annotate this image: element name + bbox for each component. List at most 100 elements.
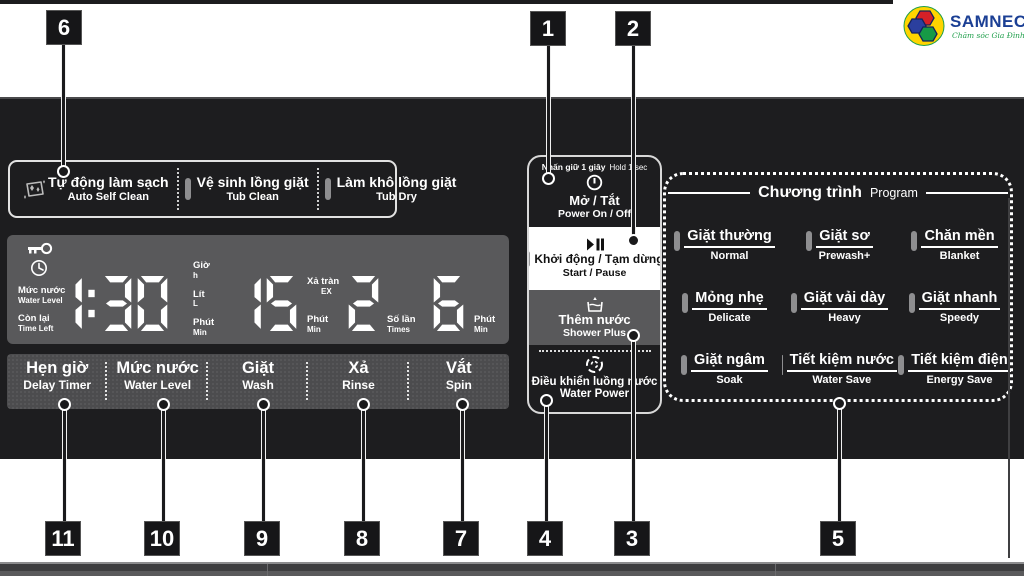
callout-dot-3 (627, 329, 640, 342)
samnec-logo-text: SAMNEC (950, 12, 1024, 31)
separator (406, 362, 409, 400)
rinse-button[interactable]: Xả Rinse (308, 354, 409, 409)
spin-time-value (432, 275, 468, 332)
water-power-button[interactable]: Điều khiển luồng nước Water Power (529, 345, 660, 412)
program-soak[interactable]: Giặt ngâm Soak (667, 352, 782, 414)
program-indicator (908, 293, 915, 313)
callout-1: 1 (530, 11, 566, 46)
callout-dot-1 (542, 172, 555, 185)
callout-dot-10 (157, 398, 170, 411)
water-flow-icon (586, 356, 603, 373)
callout-line-8 (361, 405, 366, 521)
program-speedy[interactable]: Giặt nhanh Speedy (897, 290, 1012, 352)
program-blanket[interactable]: Chăn mền Blanket (897, 228, 1012, 290)
separator (306, 362, 309, 400)
separator (105, 362, 108, 400)
callout-dot-7 (456, 398, 469, 411)
program-delicate[interactable]: Mỏng nhẹ Delicate (667, 290, 782, 352)
power-label-en: Power On / Off (558, 208, 631, 220)
samnec-logo-tagline: Chăm sóc Gia Đình Việt (952, 31, 1024, 40)
callout-dot-6 (57, 165, 70, 178)
program-panel: Chương trình Program Giặt thường Normal … (663, 172, 1013, 402)
child-lock-key-icon (28, 242, 53, 255)
power-icon (586, 174, 603, 191)
callout-dot-5 (833, 397, 846, 410)
delay-timer-button[interactable]: Hẹn giờ Delay Timer (7, 354, 108, 409)
program-heavy[interactable]: Giặt vải dày Heavy (782, 290, 897, 352)
program-indicator (898, 355, 905, 375)
program-indicator (681, 355, 688, 375)
time-remaining-value (69, 275, 172, 332)
lid-seam (267, 564, 268, 576)
callout-dot-9 (257, 398, 270, 411)
delay-clock-icon (31, 260, 47, 276)
callout-line-2 (631, 46, 636, 240)
program-indicator (790, 293, 797, 313)
program-indicator (682, 293, 689, 313)
spin-button[interactable]: Vắt Spin (445, 359, 472, 392)
callout-line-5 (837, 404, 842, 521)
tub-clean-label-vi: Vệ sinh lồng giặt (196, 174, 309, 191)
callout-dot-2 (627, 234, 640, 247)
function-selector-row: Hẹn giờ Delay Timer Mức nước Water Level… (7, 354, 509, 409)
separator (538, 350, 651, 352)
tub-dry-button[interactable]: Làm khô lồng giặt Tub Dry (324, 174, 457, 203)
callout-dot-8 (357, 398, 370, 411)
auto-self-clean-button[interactable]: Tự động làm sạch Auto Self Clean (20, 174, 169, 203)
shower-plus-icon (586, 296, 603, 312)
wash-button[interactable]: Giặt Wash (208, 354, 309, 409)
shower-plus-button[interactable]: Thêm nước Shower Plus (529, 290, 660, 345)
panel-right-edge (1008, 198, 1010, 558)
lid-seam (775, 564, 776, 576)
tub-clean-label-en: Tub Clean (226, 190, 279, 203)
tub-clean-button[interactable]: Vệ sinh lồng giặt Tub Clean (184, 174, 309, 203)
separator (205, 362, 208, 400)
callout-dot-4 (540, 394, 553, 407)
callout-8: 8 (344, 521, 380, 556)
program-indicator (911, 231, 918, 251)
clean-functions-panel: Tự động làm sạch Auto Self Clean Vệ sinh… (8, 160, 456, 218)
program-water-save[interactable]: Tiết kiệm nước Water Save (782, 352, 897, 414)
console-panel: Tự động làm sạch Auto Self Clean Vệ sinh… (0, 97, 1024, 558)
callout-2: 2 (615, 11, 651, 46)
callout-dot-11 (58, 398, 71, 411)
separator (176, 168, 179, 210)
program-normal[interactable]: Giặt thường Normal (667, 228, 782, 290)
callout-line-11 (62, 405, 67, 521)
start-label-vi: Khởi động / Tạm dừng (534, 252, 662, 266)
program-indicator (782, 355, 783, 375)
samnec-logo: SAMNEC Chăm sóc Gia Đình Việt (903, 5, 1024, 47)
water-level-button[interactable]: Mức nước Water Level (107, 354, 208, 409)
tub-dry-indicator (324, 177, 331, 200)
shower-label-en: Shower Plus (562, 326, 626, 339)
led-display: Mức nước Water Level Còn lại Time Left G… (7, 235, 509, 344)
tub-dry-label-en: Tub Dry (376, 190, 417, 203)
callout-6: 6 (46, 10, 82, 45)
wash-time-value (248, 275, 301, 332)
callout-line-9 (261, 405, 266, 521)
top-edge-strip (0, 0, 893, 4)
program-panel-title: Chương trình Program (666, 184, 1010, 202)
samnec-logo-mark (903, 6, 945, 46)
callout-10: 10 (144, 521, 180, 556)
callout-line-3 (631, 337, 636, 521)
program-energy-save[interactable]: Tiết kiệm điện Energy Save (897, 352, 1012, 414)
program-prewash[interactable]: Giặt sơ Prewash+ (782, 228, 897, 290)
callout-5: 5 (820, 521, 856, 556)
shower-label-vi: Thêm nước (558, 311, 631, 327)
start-pause-button[interactable]: Khởi động / Tạm dừng Start / Pause (529, 227, 660, 290)
time-left-display-label: Còn lại Time Left (18, 313, 54, 333)
callout-11: 11 (45, 521, 81, 556)
start-indicator (529, 251, 531, 267)
program-grid: Giặt thường Normal Giặt sơ Prewash+ Chăn… (667, 228, 1012, 414)
separator (316, 168, 319, 210)
callout-line-6 (61, 45, 66, 171)
callout-line-1 (546, 46, 551, 178)
tub-dry-label-vi: Làm khô lồng giặt (336, 174, 457, 191)
